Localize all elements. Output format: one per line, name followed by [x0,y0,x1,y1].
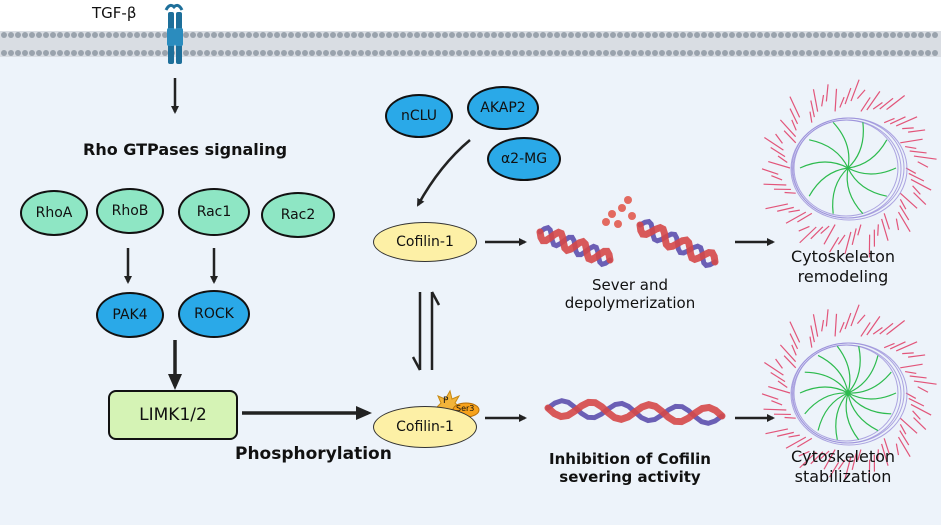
inhibition-label: Inhibition of Cofilin severing activity [540,450,720,486]
cytoskeleton-stabilization-network [761,304,937,483]
remodeling-label-line1: Cytoskeleton [790,247,896,266]
node-limk: LIMK1/2 [108,390,238,440]
phosphorylation-label: Phosphorylation [235,444,392,464]
actin-filament-severed [536,196,719,269]
ser3-badge-label: Ser3 [456,404,475,413]
sever-label: Sever and depolymerization [545,276,715,312]
tgf-beta-receptor [164,3,184,64]
node-rhoa: RhoA [20,190,88,236]
remodeling-label-line2: remodeling [797,267,889,286]
node-rhob: RhoB [96,188,164,234]
equilibrium-arrows [411,291,441,371]
remodeling-label: Cytoskeleton remodeling [778,247,908,287]
rho-signaling-title: Rho GTPases signaling [83,140,288,159]
cell-membrane [0,31,941,57]
node-cofilin-active: Cofilin-1 [373,222,477,262]
node-rac1: Rac1 [178,188,250,236]
sever-label-line2: depolymerization [564,294,696,312]
stabilization-label: Cytoskeleton stabilization [778,447,908,487]
stabilization-label-line1: Cytoskeleton [790,447,896,466]
node-pak4: PAK4 [96,292,164,338]
node-rac2: Rac2 [261,192,335,238]
node-nclu: nCLU [385,94,453,138]
inhibition-label-line2: severing activity [559,468,701,486]
node-rock: ROCK [178,290,250,338]
phospho-badge-label: P [443,396,449,406]
inhibition-label-line1: Inhibition of Cofilin [549,450,711,468]
sever-label-line1: Sever and [591,276,668,294]
node-alpha2-mg: α2-MG [487,137,561,181]
cell-cytoplasm [0,40,941,525]
tgf-beta-label: TGF-β [92,4,137,22]
actin-filament-stable [544,398,726,426]
stabilization-label-line2: stabilization [794,467,892,486]
arrow-regulators-to-cofilin [416,139,471,207]
node-cofilin-phospho: Cofilin-1 [373,406,477,448]
node-akap2: AKAP2 [467,86,539,130]
cytoskeleton-remodeling-network [761,79,937,258]
